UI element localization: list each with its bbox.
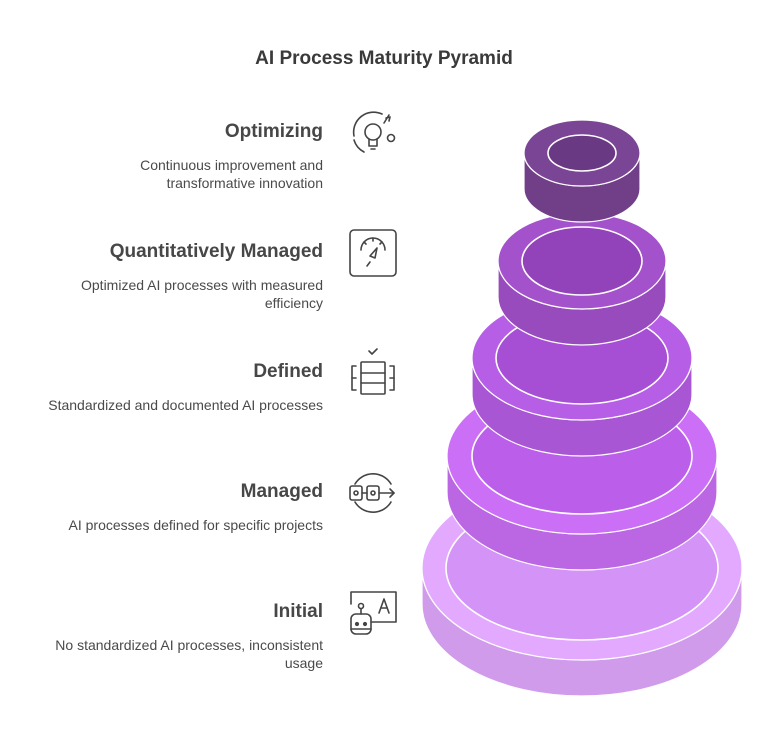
level-description: Continuous improvement and transformativ… [0,156,323,192]
level-managed: Managed AI processes defined for specifi… [0,480,323,534]
ring-optimizing [523,119,641,223]
level-description: Standardized and documented AI processes [0,396,323,414]
lightbulb-icon [346,106,400,160]
ring-hole [547,134,617,172]
level-name: Initial [273,601,323,622]
level-description-line: Standardized and documented AI processes [48,397,323,413]
level-name: Optimizing [224,121,323,142]
gauge-icon [346,226,400,280]
level-description-line: Optimized AI processes with measured [81,277,323,293]
level-description-line: usage [284,655,323,671]
level-initial: Initial No standardized AI processes, in… [0,600,323,672]
level-name: Managed [240,481,323,502]
level-description-line: Continuous improvement and [140,157,323,173]
level-name: Defined [253,361,323,382]
level-description: Optimized AI processes with measured eff… [0,276,323,312]
ring-quantitatively-managed [497,212,667,346]
robot-text-icon [346,586,400,640]
process-flow-icon [346,466,400,520]
level-description-line: AI processes defined for specific projec… [68,517,323,533]
level-description-line: No standardized AI processes, inconsiste… [55,637,323,653]
ring-hole [521,226,643,296]
database-check-icon [346,346,400,400]
level-name: Quantitatively Managed [109,241,323,262]
level-quantitatively-managed: Quantitatively Managed Optimized AI proc… [0,240,323,312]
level-description-line: efficiency [264,295,323,311]
level-description: AI processes defined for specific projec… [0,516,323,534]
level-description: No standardized AI processes, inconsiste… [0,636,323,672]
diagram-title: AI Process Maturity Pyramid [255,48,513,69]
level-description-line: transformative innovation [166,175,323,191]
level-optimizing: Optimizing Continuous improvement and tr… [0,120,323,192]
level-defined: Defined Standardized and documented AI p… [0,360,323,414]
